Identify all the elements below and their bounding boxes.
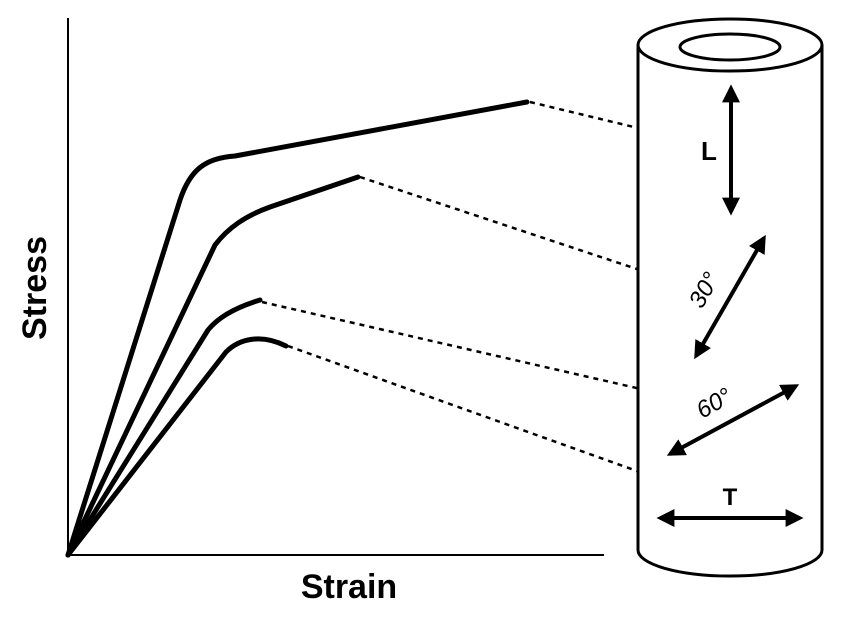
curve-transverse	[65, 336, 289, 558]
curve-longitudinal	[65, 99, 530, 558]
arrow-60-degree	[666, 384, 800, 456]
arrow-30-degree	[694, 234, 766, 360]
label-L: L	[701, 136, 717, 166]
curve-60-degree	[65, 297, 263, 558]
curve-30-degree	[65, 174, 361, 558]
tube-top-inner	[678, 32, 782, 62]
leader-line-30	[359, 175, 677, 284]
y-axis-label: Stress	[16, 236, 54, 340]
label-T: T	[723, 484, 738, 511]
leader-line-T	[287, 344, 691, 492]
x-axis-label: Strain	[301, 568, 397, 606]
leader-line-60	[261, 300, 681, 400]
